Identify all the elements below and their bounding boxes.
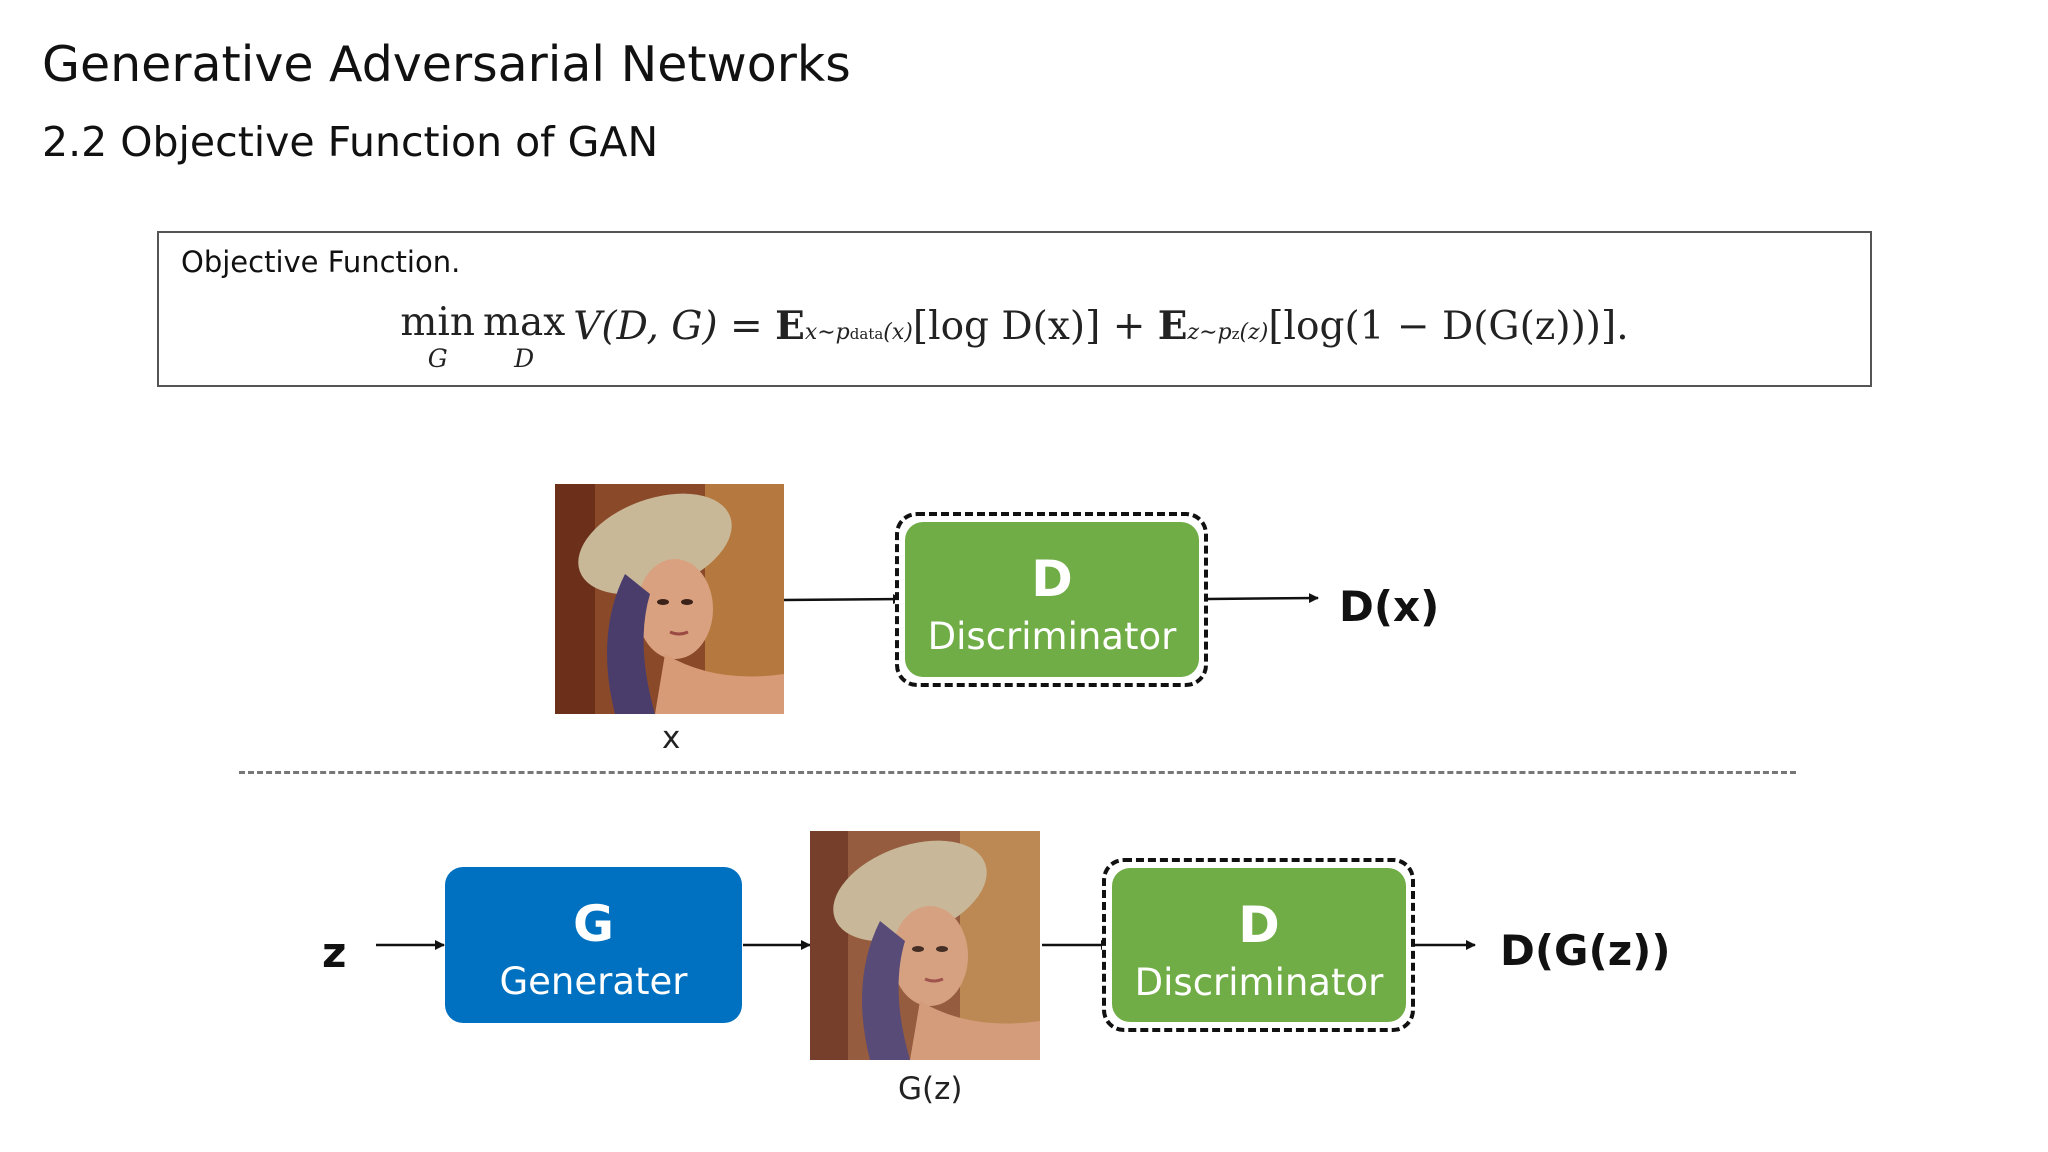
generated-image-caption: G(z): [898, 1071, 963, 1107]
generated-image-gz: [810, 831, 1040, 1060]
discriminator-letter: D: [1238, 896, 1280, 954]
discriminator-name: Discriminator: [1134, 961, 1384, 1004]
discriminator-letter: D: [1031, 550, 1073, 608]
generator-name: Generater: [499, 960, 688, 1003]
real-image-caption: x: [662, 720, 681, 756]
real-image-x: [555, 484, 784, 714]
arrow-x-to-discriminator: [782, 594, 903, 605]
section-divider: [239, 771, 1796, 774]
page-title: Generative Adversarial Networks: [42, 36, 851, 93]
arrow-discriminator-to-dx: [1207, 593, 1319, 604]
generator-block: G Generater: [445, 867, 742, 1023]
discriminator-name: Discriminator: [927, 615, 1177, 658]
formula-value-term: V(D, G) =: [573, 304, 776, 349]
objective-function-label: Objective Function.: [181, 245, 461, 279]
generator-letter: G: [572, 895, 615, 953]
formula-term-1: [log D(x)] +: [912, 304, 1158, 349]
formula-expectation-1: E: [775, 303, 805, 349]
discriminator-block-fake: D Discriminator: [1112, 868, 1406, 1022]
output-dx: D(x): [1339, 582, 1440, 631]
discriminator-block-real: D Discriminator: [905, 522, 1199, 677]
formula-term-2: [log(1 − D(G(z)))].: [1268, 304, 1629, 349]
page-subtitle: 2.2 Objective Function of GAN: [42, 118, 659, 166]
formula-expectation-2: E: [1157, 303, 1188, 349]
output-dgz: D(G(z)): [1500, 926, 1671, 975]
noise-input-z: z: [322, 928, 347, 977]
